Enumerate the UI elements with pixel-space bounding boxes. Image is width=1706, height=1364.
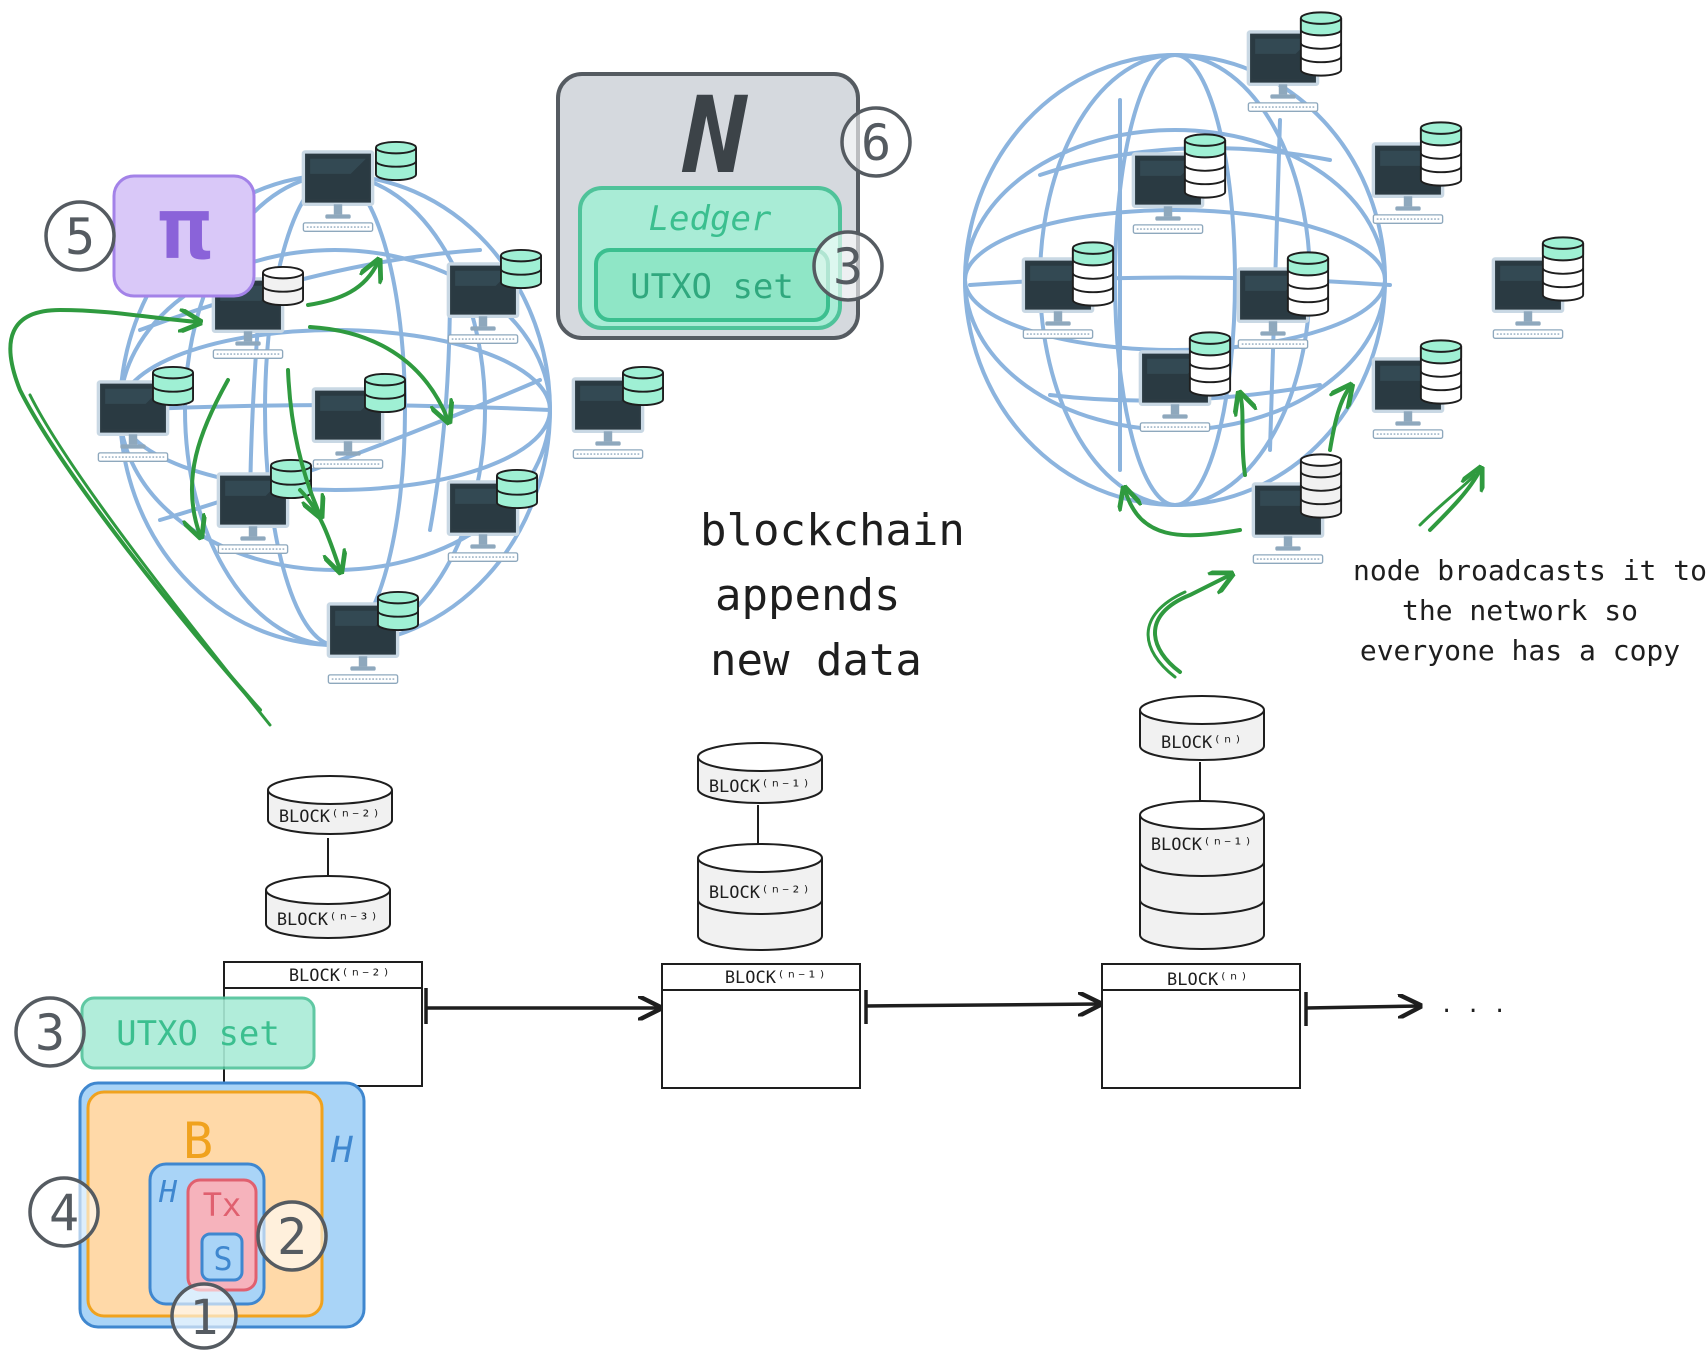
utxo-bar-label: UTXO set <box>116 1014 280 1054</box>
database-icon <box>374 140 418 182</box>
ledger-box: Ledger UTXO set <box>578 186 842 330</box>
database-icon <box>1299 453 1343 519</box>
svg-text:4: 4 <box>49 1184 79 1242</box>
center-text-line-1: blockchain <box>700 505 965 556</box>
database-icon <box>376 590 420 632</box>
block-label: BLOCK⁽ⁿ⁾ <box>1167 970 1249 990</box>
ledger-utxo-label: UTXO set <box>630 267 794 307</box>
marker-1: 1 <box>170 1282 238 1350</box>
chain-links <box>424 988 1420 1026</box>
block-label: BLOCK⁽ⁿ⁻¹⁾ <box>1151 835 1253 855</box>
marker-3-utxo: 3 <box>14 996 86 1068</box>
marker-2: 2 <box>256 1200 328 1272</box>
blockchain-row: BLOCK⁽ⁿ⁻²⁾ BLOCK⁽ⁿ⁻¹⁾ BLOCK⁽ⁿ⁾ . . . <box>223 961 1506 1089</box>
database-icon <box>261 265 305 307</box>
svg-text:3: 3 <box>833 238 863 296</box>
broadcast-text-line-2: the network so <box>1402 594 1638 627</box>
block-label: BLOCK⁽ⁿ⁻³⁾ <box>277 910 379 930</box>
database-icon <box>1419 339 1463 405</box>
ledger-label: Ledger <box>649 199 772 239</box>
outer-hash-label: H <box>330 1130 353 1171</box>
chain-block-n-1: BLOCK⁽ⁿ⁻¹⁾ <box>661 963 861 1089</box>
block-label: BLOCK⁽ⁿ⁻²⁾ <box>279 807 381 827</box>
svg-text:5: 5 <box>65 208 95 266</box>
marker-6: 6 <box>840 106 912 178</box>
inner-hash-label: H <box>158 1175 178 1210</box>
block-label: BLOCK⁽ⁿ⁻²⁾ <box>289 966 391 986</box>
markers: 1 2 3 3 4 5 6 <box>14 106 912 1350</box>
stage-3-cylinders: BLOCK⁽ⁿ⁾ BLOCK⁽ⁿ⁻¹⁾ <box>1139 695 1265 950</box>
svg-text:2: 2 <box>277 1208 307 1266</box>
chain-block-n-2: BLOCK⁽ⁿ⁻²⁾ <box>223 961 423 1087</box>
stage-1-cylinders: BLOCK⁽ⁿ⁻²⁾ BLOCK⁽ⁿ⁻³⁾ <box>265 775 393 939</box>
database-icon <box>1299 11 1343 77</box>
broadcast-caption: node broadcasts it to the network so eve… <box>1353 554 1706 667</box>
database-icon <box>621 365 665 407</box>
n-label: N <box>681 74 748 197</box>
cylinder-block-n-2-stack: BLOCK⁽ⁿ⁻²⁾ <box>697 843 823 951</box>
cylinder-block-n-3: BLOCK⁽ⁿ⁻³⁾ <box>265 875 391 939</box>
database-icon <box>495 468 539 510</box>
network-n-box: N Ledger UTXO set <box>556 72 860 340</box>
cylinder-block-n-2: BLOCK⁽ⁿ⁻²⁾ <box>267 775 393 835</box>
chain-block-n: BLOCK⁽ⁿ⁾ <box>1101 963 1301 1089</box>
stage-2-cylinders: BLOCK⁽ⁿ⁻¹⁾ BLOCK⁽ⁿ⁻²⁾ <box>697 742 823 951</box>
tx-label: Tx <box>203 1186 242 1224</box>
cylinder-block-n-1: BLOCK⁽ⁿ⁻¹⁾ <box>697 742 823 804</box>
green-arrows-right <box>1125 387 1480 679</box>
database-icon <box>1541 236 1585 302</box>
marker-3-ledger: 3 <box>812 230 884 302</box>
center-text-line-2: appends <box>715 570 900 621</box>
database-icon <box>499 248 543 290</box>
computer-icon <box>301 150 375 234</box>
broadcast-text-line-3: everyone has a copy <box>1360 634 1680 667</box>
signature-label: S <box>213 1240 232 1278</box>
pi-symbol: π <box>159 179 211 279</box>
database-icon <box>1183 133 1227 199</box>
database-icon <box>363 372 407 414</box>
cylinder-block-n-1-stack: BLOCK⁽ⁿ⁻¹⁾ <box>1139 800 1265 950</box>
right-nodes <box>1021 11 1585 566</box>
block-label: BLOCK⁽ⁿ⁻²⁾ <box>709 883 811 903</box>
center-text-line-3: new data <box>710 635 922 686</box>
cylinder-block-n: BLOCK⁽ⁿ⁾ <box>1139 695 1265 761</box>
proof-pi-box: π <box>112 174 256 298</box>
center-caption: blockchain appends new data <box>700 505 965 686</box>
chain-ellipsis: . . . <box>1440 993 1506 1018</box>
database-icon <box>1071 241 1115 307</box>
green-arrows-left <box>8 262 448 727</box>
database-icon <box>1188 331 1232 397</box>
database-icon <box>1419 121 1463 187</box>
block-label: BLOCK⁽ⁿ⁻¹⁾ <box>709 777 811 797</box>
marker-4: 4 <box>28 1176 100 1248</box>
svg-text:6: 6 <box>861 114 891 172</box>
database-icon <box>1286 251 1330 317</box>
block-b-label: B <box>183 1112 213 1170</box>
utxo-set-bar: UTXO set <box>80 996 316 1070</box>
svg-text:3: 3 <box>35 1004 65 1062</box>
svg-text:1: 1 <box>190 1290 219 1346</box>
broadcast-text-line-1: node broadcasts it to <box>1353 554 1706 587</box>
block-label: BLOCK⁽ⁿ⁾ <box>1161 733 1243 753</box>
block-label: BLOCK⁽ⁿ⁻¹⁾ <box>725 968 827 988</box>
marker-5: 5 <box>44 200 116 272</box>
database-icon <box>151 365 195 407</box>
